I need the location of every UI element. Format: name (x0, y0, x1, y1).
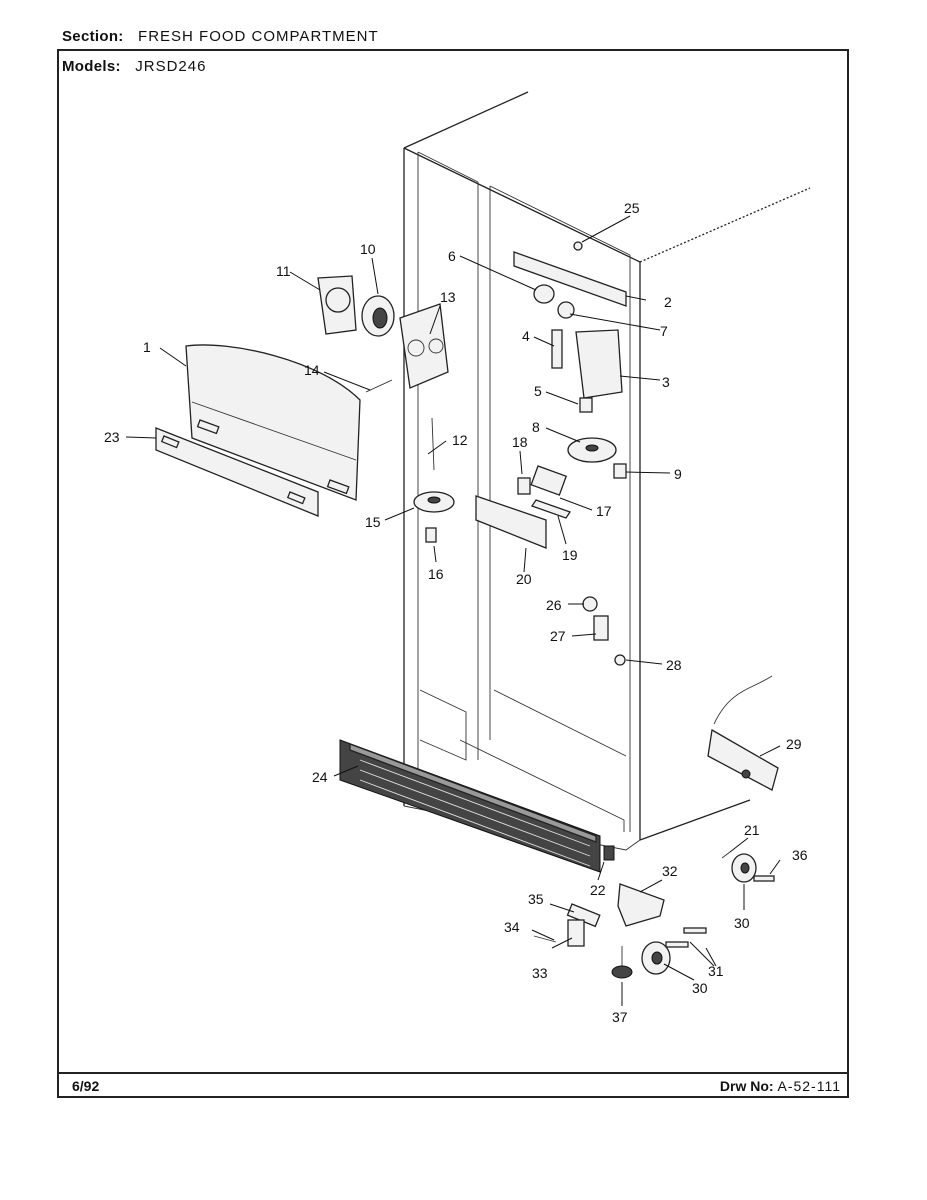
callout-11: 11 (276, 263, 291, 279)
callout-35: 35 (528, 891, 544, 907)
callout-27: 27 (550, 628, 566, 644)
callout-10: 10 (360, 241, 376, 257)
revision-date: 6/92 (72, 1078, 100, 1094)
diagram-frame (57, 49, 849, 1098)
section-value: FRESH FOOD COMPARTMENT (138, 28, 379, 45)
callout-2: 2 (664, 294, 672, 310)
callout-16: 16 (428, 566, 444, 582)
callout-30-lower: 30 (692, 980, 708, 996)
callout-14: 14 (304, 362, 320, 378)
models-label: Models: (62, 58, 121, 75)
models-value: JRSD246 (135, 58, 207, 75)
callout-20: 20 (516, 571, 532, 587)
leader-lines (125, 215, 781, 1006)
footer-divider (57, 1072, 849, 1074)
lens-strip (155, 427, 319, 517)
callout-36: 36 (792, 847, 808, 863)
callout-29: 29 (786, 736, 802, 752)
callout-8: 8 (532, 419, 540, 435)
callout-9: 9 (674, 466, 682, 482)
callout-3: 3 (662, 374, 670, 390)
callout-5: 5 (534, 383, 542, 399)
callout-22: 22 (590, 882, 606, 898)
callout-33: 33 (532, 965, 548, 981)
callout-17: 17 (596, 503, 612, 519)
right-control-parts (475, 241, 627, 666)
callout-7: 7 (660, 323, 668, 339)
callout-21: 21 (744, 822, 760, 838)
left-control-parts (317, 275, 455, 543)
callout-6: 6 (448, 248, 456, 264)
callout-13: 13 (440, 289, 456, 305)
callout-1: 1 (143, 339, 151, 355)
callout-23: 23 (104, 429, 120, 445)
light-shield (185, 344, 361, 501)
callout-31: 31 (708, 963, 724, 979)
callout-19: 19 (562, 547, 578, 563)
callout-15: 15 (365, 514, 381, 530)
models-header: Models: JRSD246 (62, 58, 206, 75)
callout-37: 37 (612, 1009, 628, 1025)
callout-25: 25 (624, 200, 640, 216)
drawing-number-value: A-52-111 (777, 1078, 841, 1094)
cabinet-outline (403, 91, 811, 851)
hinge-and-roller-parts (533, 675, 779, 979)
section-label: Section: (62, 28, 124, 45)
callout-32: 32 (662, 863, 678, 879)
callout-34: 34 (504, 919, 520, 935)
drawing-number: Drw No: A-52-111 (720, 1078, 841, 1094)
section-header: Section: FRESH FOOD COMPARTMENT (62, 28, 379, 45)
kick-plate-grille (339, 739, 601, 873)
callout-labels: 1 2 3 4 5 6 7 8 9 10 11 12 13 14 15 16 1… (104, 200, 808, 1025)
callout-24: 24 (312, 769, 328, 785)
callout-26: 26 (546, 597, 562, 613)
callout-30-right: 30 (734, 915, 750, 931)
drawing-number-label: Drw No: (719, 1078, 774, 1094)
callout-4: 4 (522, 328, 530, 344)
callout-18: 18 (512, 434, 528, 450)
callout-28: 28 (666, 657, 682, 673)
callout-12: 12 (452, 432, 468, 448)
